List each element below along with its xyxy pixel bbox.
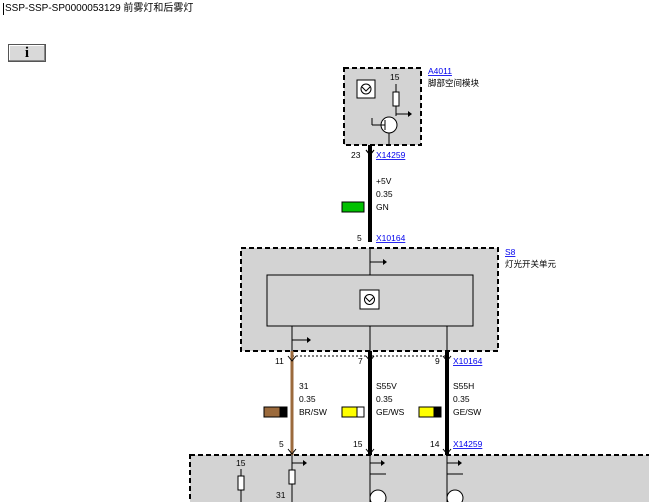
wire3-color-swatch xyxy=(341,406,365,418)
wire2-signal: 31 xyxy=(299,381,309,391)
x10164-pin-11: 11 xyxy=(275,356,284,366)
a4011-link[interactable]: A4011 xyxy=(428,66,452,76)
wire2-size: 0.35 xyxy=(299,394,316,404)
wire2-color-swatch xyxy=(263,406,288,418)
module-a4011[interactable] xyxy=(343,67,422,146)
s8-link[interactable]: S8 xyxy=(505,247,516,257)
wire4-color-swatch xyxy=(418,406,442,418)
wire3-signal: S55V xyxy=(376,381,397,391)
a4011-pin-label: 15 xyxy=(390,72,400,82)
module-s8[interactable] xyxy=(240,247,499,352)
x10164-top-link[interactable]: X10164 xyxy=(376,233,406,243)
wire1-color-swatch xyxy=(341,201,365,213)
x14259-top-link[interactable]: X14259 xyxy=(376,150,406,160)
wire3-color-code: GE/WS xyxy=(376,407,405,417)
wire4-size: 0.35 xyxy=(453,394,470,404)
x10164-top-pin: 5 xyxy=(357,233,362,243)
x14259-pin-15: 15 xyxy=(353,439,363,449)
info-button[interactable]: i xyxy=(8,44,46,62)
wire2-color-code: BR/SW xyxy=(299,407,327,417)
info-icon: i xyxy=(24,45,30,61)
wire4-color-code: GE/SW xyxy=(453,407,481,417)
bottom-pin-31: 31 xyxy=(276,490,286,500)
wire1-size: 0.35 xyxy=(376,189,393,199)
x14259-bottom-link[interactable]: X14259 xyxy=(453,439,483,449)
bottom-pin-15: 15 xyxy=(236,458,246,468)
x10164-pin-7: 7 xyxy=(358,356,363,366)
wire4-signal: S55H xyxy=(453,381,474,391)
wire1-color-code: GN xyxy=(376,202,389,212)
document-title: SSP-SSP-SP0000053129 前雾灯和后雾灯 xyxy=(3,3,194,15)
x14259-pin-14: 14 xyxy=(430,439,440,449)
x10164-pin-9: 9 xyxy=(435,356,440,366)
wire3-size: 0.35 xyxy=(376,394,393,404)
module-bottom[interactable] xyxy=(189,454,649,502)
x10164-bottom-link[interactable]: X10164 xyxy=(453,356,483,366)
s8-name: 灯光开关单元 xyxy=(505,259,557,269)
a4011-name: 脚部空间模块 xyxy=(428,78,480,88)
wire1-signal: +5V xyxy=(376,176,392,186)
x14259-pin-5: 5 xyxy=(279,439,284,449)
x14259-top-pin: 23 xyxy=(351,150,361,160)
